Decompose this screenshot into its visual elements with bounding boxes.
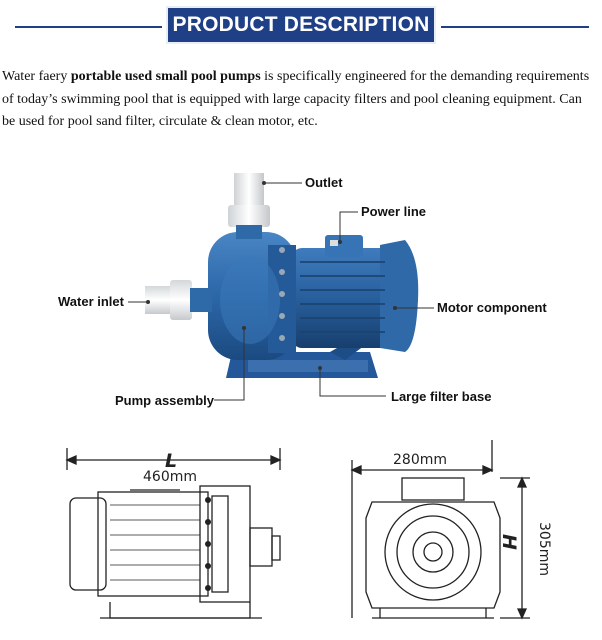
length-letter: L (165, 450, 178, 472)
base-plate (248, 360, 368, 372)
intro-prefix: Water faery (2, 69, 71, 84)
section-title: PRODUCT DESCRIPTION (166, 6, 436, 44)
width-value: 280mm (393, 452, 447, 468)
intro-suffix: is specifically engineered for the deman… (2, 69, 590, 129)
length-value: 460mm (143, 469, 197, 485)
callout-pump-assembly: Pump assembly (115, 393, 214, 408)
header-rule-left (15, 26, 162, 28)
callout-outlet: Outlet (305, 175, 343, 190)
intro-product-name: portable used small pool pumps (70, 69, 261, 84)
callout-large-filter-base: Large filter base (391, 389, 492, 404)
outlet-pipe (234, 173, 264, 211)
callout-water-inlet: Water inlet (58, 294, 124, 309)
front-view-housing (384, 503, 482, 601)
header-rule-right (441, 26, 589, 28)
callout-power-line: Power line (361, 204, 427, 219)
side-view-motor (69, 497, 107, 591)
front-view-outlet (401, 477, 465, 501)
height-value: 305mm (536, 522, 552, 576)
callout-motor-component: Motor component (437, 300, 547, 315)
height-letter: H (498, 534, 520, 550)
intro-paragraph: Water faery portable used small pool pum… (2, 66, 598, 134)
